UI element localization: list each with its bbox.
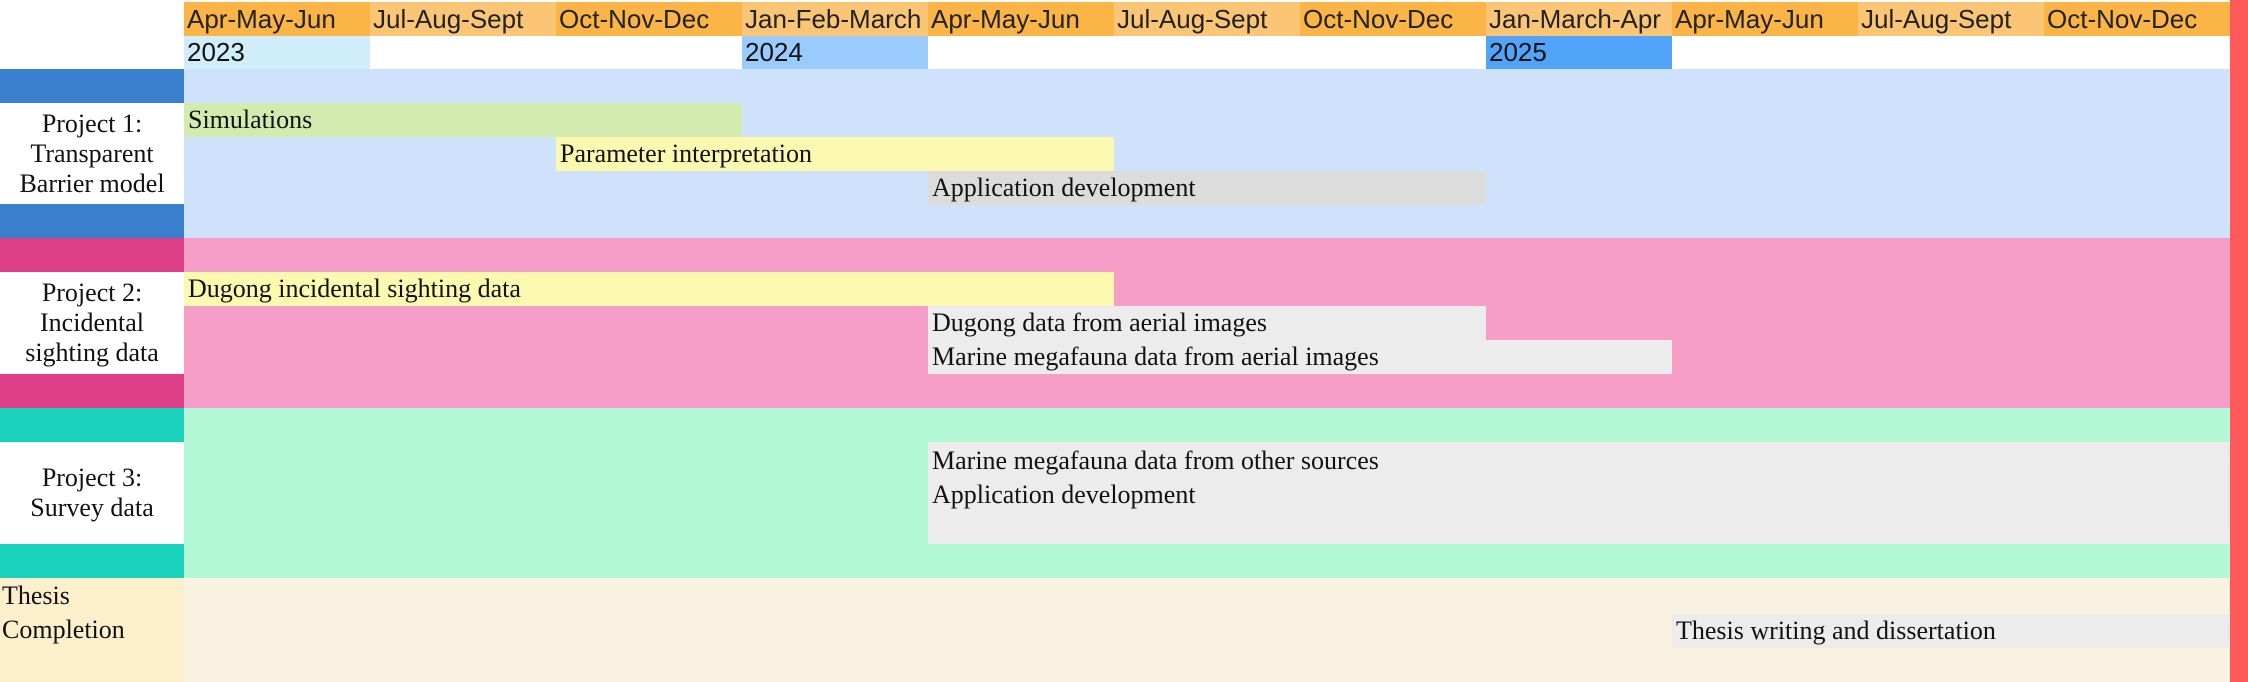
quarter-header-8: Jan-March-Apr [1486,2,1672,36]
project2-label-line: Incidental [40,308,144,337]
gantt-task-bar[interactable]: Application development [932,480,1196,509]
gantt-task-bar[interactable]: Simulations [184,103,742,137]
gantt-task-bar[interactable]: Dugong incidental sighting data [184,272,1114,306]
quarter-header-6: Jul-Aug-Sept [1114,2,1300,36]
gantt-task-bar[interactable]: Parameter interpretation [556,137,1114,171]
project1-label: Project 1: Transparent Barrier model [0,103,184,204]
quarter-header-2: Jul-Aug-Sept [370,2,556,36]
year-label-2024: 2024 [742,36,928,69]
project1-marker-top [0,69,184,103]
project2-marker-bottom [0,374,184,408]
project1-band [184,69,2230,238]
quarter-header-1: Apr-May-Jun [184,2,370,36]
project3-marker-top [0,408,184,442]
quarter-header-4: Jan-Feb-March [742,2,928,36]
quarter-header-3: Oct-Nov-Dec [556,2,742,36]
project3-label-line: Project 3: [41,463,143,492]
project1-marker-bottom [0,204,184,238]
project3-label-line: Survey data [30,493,154,522]
quarter-header-7: Oct-Nov-Dec [1300,2,1486,36]
quarter-header-10: Jul-Aug-Sept [1858,2,2044,36]
project1-label-line: Project 1: [41,108,143,138]
gantt-task-bar[interactable]: Marine megafauna data from aerial images [928,340,1672,374]
project2-label: Project 2: Incidental sighting data [0,272,184,374]
thesis-label-line: Thesis [2,581,70,610]
gantt-task-bar[interactable]: Marine megafauna data from other sources [932,446,1379,475]
gantt-task-bar[interactable]: Application development [928,171,1486,205]
project1-label-line: Barrier model [19,168,165,198]
thesis-label: Thesis Completion [0,578,184,682]
project2-marker-top [0,238,184,272]
project3-label: Project 3: Survey data [0,442,184,544]
gantt-task-bar[interactable]: Dugong data from aerial images [928,306,1486,340]
project2-label-line: Project 2: [41,278,143,307]
project3-marker-bottom [0,544,184,578]
gantt-task-bar[interactable]: Thesis writing and dissertation [1672,614,2230,648]
project3-task-block [928,442,2230,544]
quarter-header-5: Apr-May-Jun [928,2,1114,36]
quarter-header-11: Oct-Nov-Dec [2044,2,2230,36]
project2-label-line: sighting data [25,338,159,367]
thesis-label-line: Completion [2,615,125,644]
right-edge-strip [2230,0,2248,682]
project1-label-line: Transparent [30,138,154,168]
year-label-2023: 2023 [184,36,370,69]
quarter-header-9: Apr-May-Jun [1672,2,1858,36]
year-label-2025: 2025 [1486,36,1672,69]
